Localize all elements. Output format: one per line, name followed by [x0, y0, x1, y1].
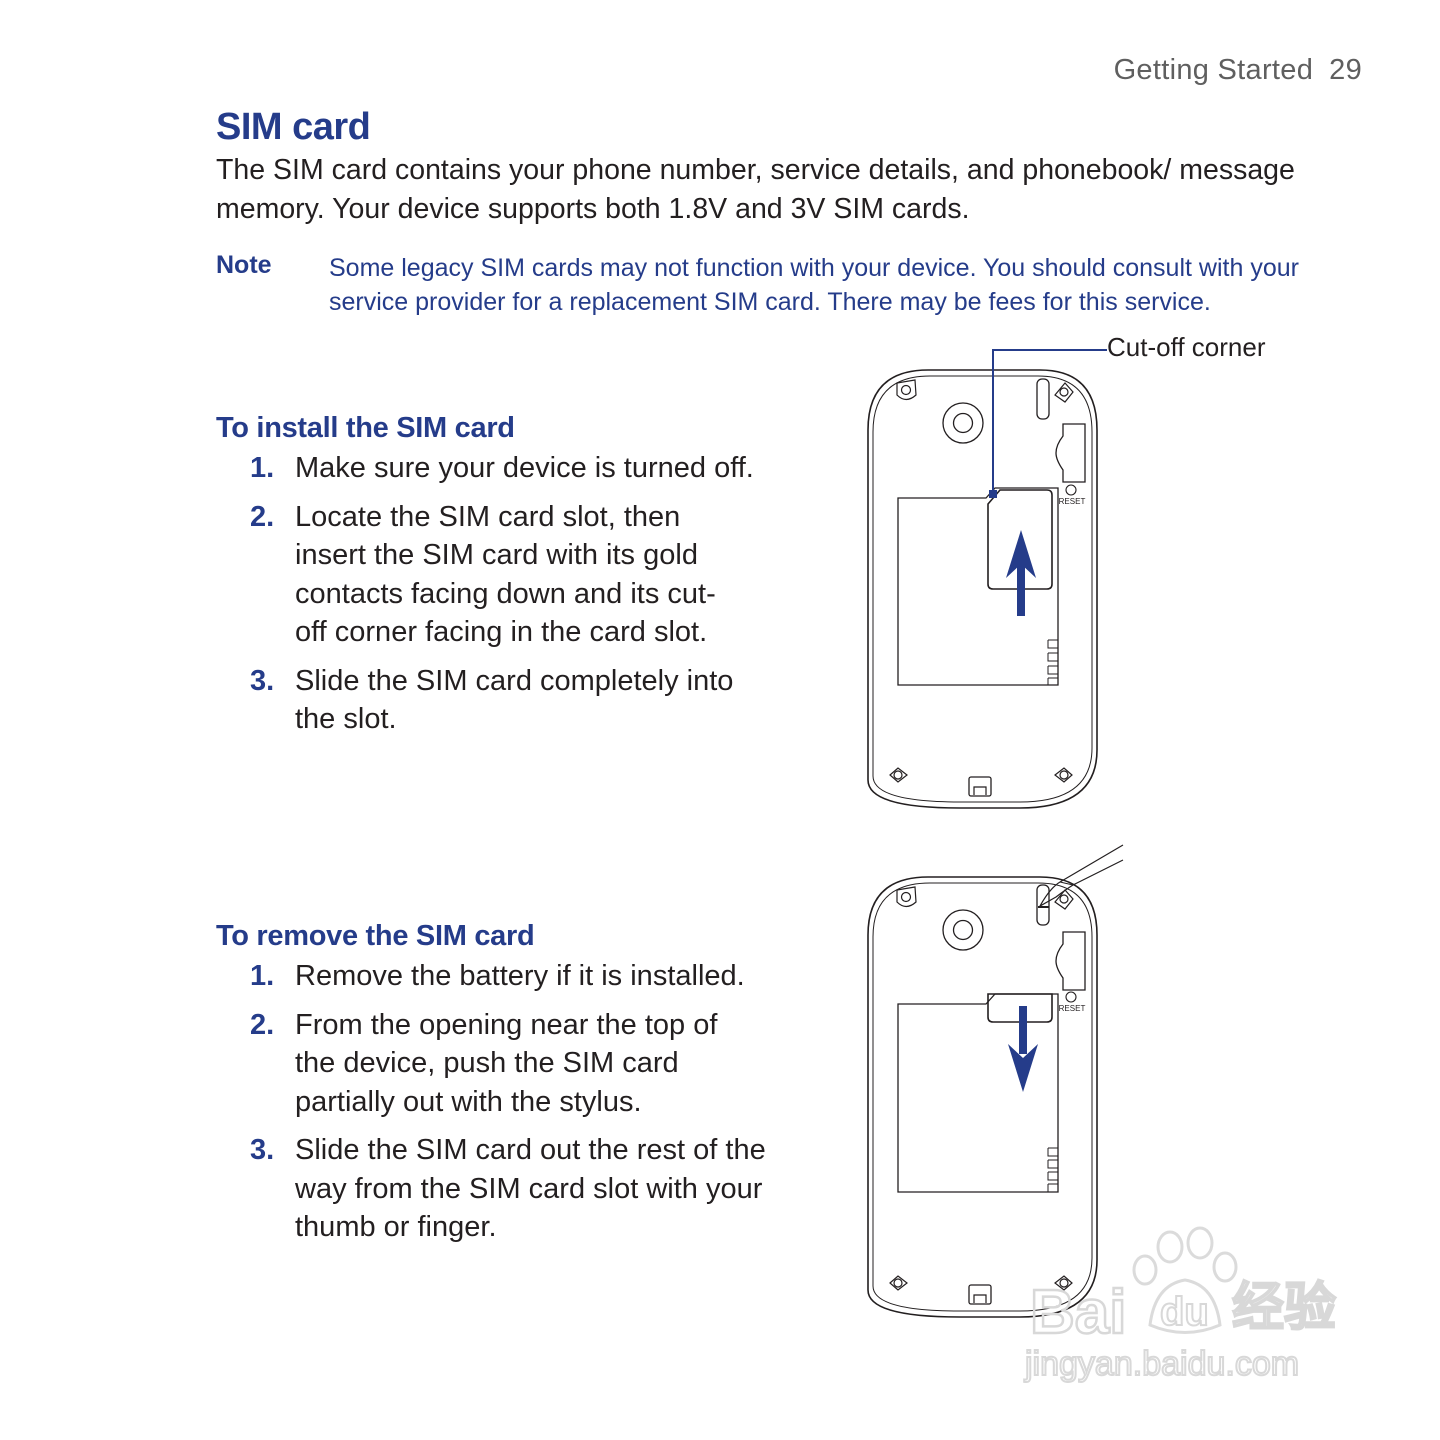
remove-step: 3. Slide the SIM card out the rest of th… [216, 1131, 776, 1247]
remove-step: 2. From the opening near the top of the … [216, 1006, 776, 1122]
remove-heading: To remove the SIM card [216, 920, 535, 952]
baidu-watermark: Bai du 经验 jingyan.baidu.com [1023, 1226, 1337, 1384]
step-text: Make sure your device is turned off. [295, 452, 754, 484]
remove-steps: 1. Remove the battery if it is installed… [216, 957, 776, 1257]
step-text: Remove the battery if it is installed. [295, 960, 745, 992]
install-step: 3. Slide the SIM card completely into th… [216, 662, 776, 739]
remove-step: 1. Remove the battery if it is installed… [216, 957, 776, 996]
step-number: 1. [250, 452, 275, 484]
step-text: Slide the SIM card completely into the s… [295, 664, 734, 736]
running-header: Getting Started 29 [1114, 54, 1362, 87]
reset-label: RESET [1059, 497, 1086, 506]
intro-paragraph: The SIM card contains your phone number,… [216, 154, 1295, 225]
svg-text:经验: 经验 [1232, 1278, 1336, 1338]
phone-outline [867, 369, 1098, 809]
step-number: 1. [250, 960, 275, 992]
install-steps: 1. Make sure your device is turned off. … [216, 449, 776, 749]
note-text: Some legacy SIM cards may not function w… [329, 254, 1299, 316]
step-number: 3. [250, 1134, 275, 1166]
step-text: Slide the SIM card out the rest of the w… [295, 1134, 766, 1243]
reset-label: RESET [1059, 1004, 1086, 1013]
remove-sim-diagram: RESET [867, 844, 1124, 1318]
step-number: 2. [250, 1008, 275, 1041]
step-text: From the opening near the top of the dev… [295, 1008, 718, 1118]
svg-text:Bai: Bai [1030, 1278, 1126, 1347]
section-name: Getting Started [1113, 54, 1314, 86]
page-number: 29 [1329, 54, 1362, 86]
arrow-up-icon [1006, 530, 1036, 616]
install-heading: To install the SIM card [216, 412, 515, 444]
step-number: 2. [250, 500, 275, 533]
install-step: 2. Locate the SIM card slot, then insert… [216, 498, 776, 652]
svg-text:du: du [1160, 1290, 1209, 1334]
page-title: SIM card [216, 106, 371, 148]
step-number: 3. [250, 664, 275, 697]
install-sim-diagram: RESET [867, 349, 1107, 809]
arrow-down-icon [1008, 1006, 1038, 1092]
step-text: Locate the SIM card slot, then insert th… [295, 500, 716, 649]
note-label: Note [216, 251, 272, 279]
watermark-url: jingyan.baidu.com [1024, 1345, 1299, 1383]
install-step: 1. Make sure your device is turned off. [216, 449, 776, 488]
cut-off-corner-callout: Cut-off corner [1107, 332, 1266, 362]
